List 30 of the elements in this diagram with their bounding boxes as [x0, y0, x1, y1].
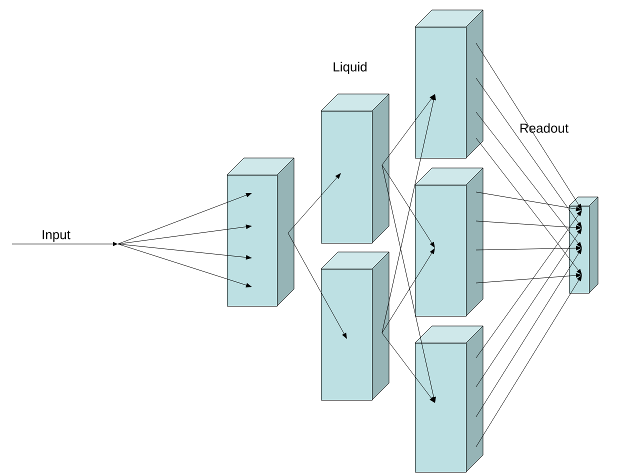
layer-block — [320, 94, 390, 244]
input-label: Input — [42, 230, 70, 242]
arrow — [288, 232, 347, 339]
arrow — [118, 224, 252, 244]
arrow — [382, 248, 435, 334]
arrow — [476, 210, 582, 358]
arrow — [476, 78, 582, 228]
layer-label: Liquid — [334, 62, 366, 74]
layer-block — [414, 10, 484, 158]
arrow — [118, 244, 252, 260]
layer-block — [320, 252, 390, 400]
arrow — [476, 228, 582, 388]
arrow — [476, 112, 582, 248]
layer-block — [414, 168, 484, 316]
arrow — [476, 246, 582, 250]
arrow — [118, 244, 252, 288]
arrow — [382, 164, 435, 248]
layer-block — [414, 326, 484, 472]
arrow — [382, 332, 435, 403]
layer-block — [568, 196, 598, 294]
arrow — [476, 248, 582, 418]
arrow — [288, 173, 341, 234]
arrow — [476, 138, 582, 275]
arrow — [118, 192, 252, 244]
arrow — [382, 94, 435, 166]
arrow — [382, 94, 436, 334]
layer-block — [226, 158, 294, 306]
arrow — [476, 273, 582, 284]
arrow — [382, 164, 436, 403]
arrow — [476, 220, 582, 230]
